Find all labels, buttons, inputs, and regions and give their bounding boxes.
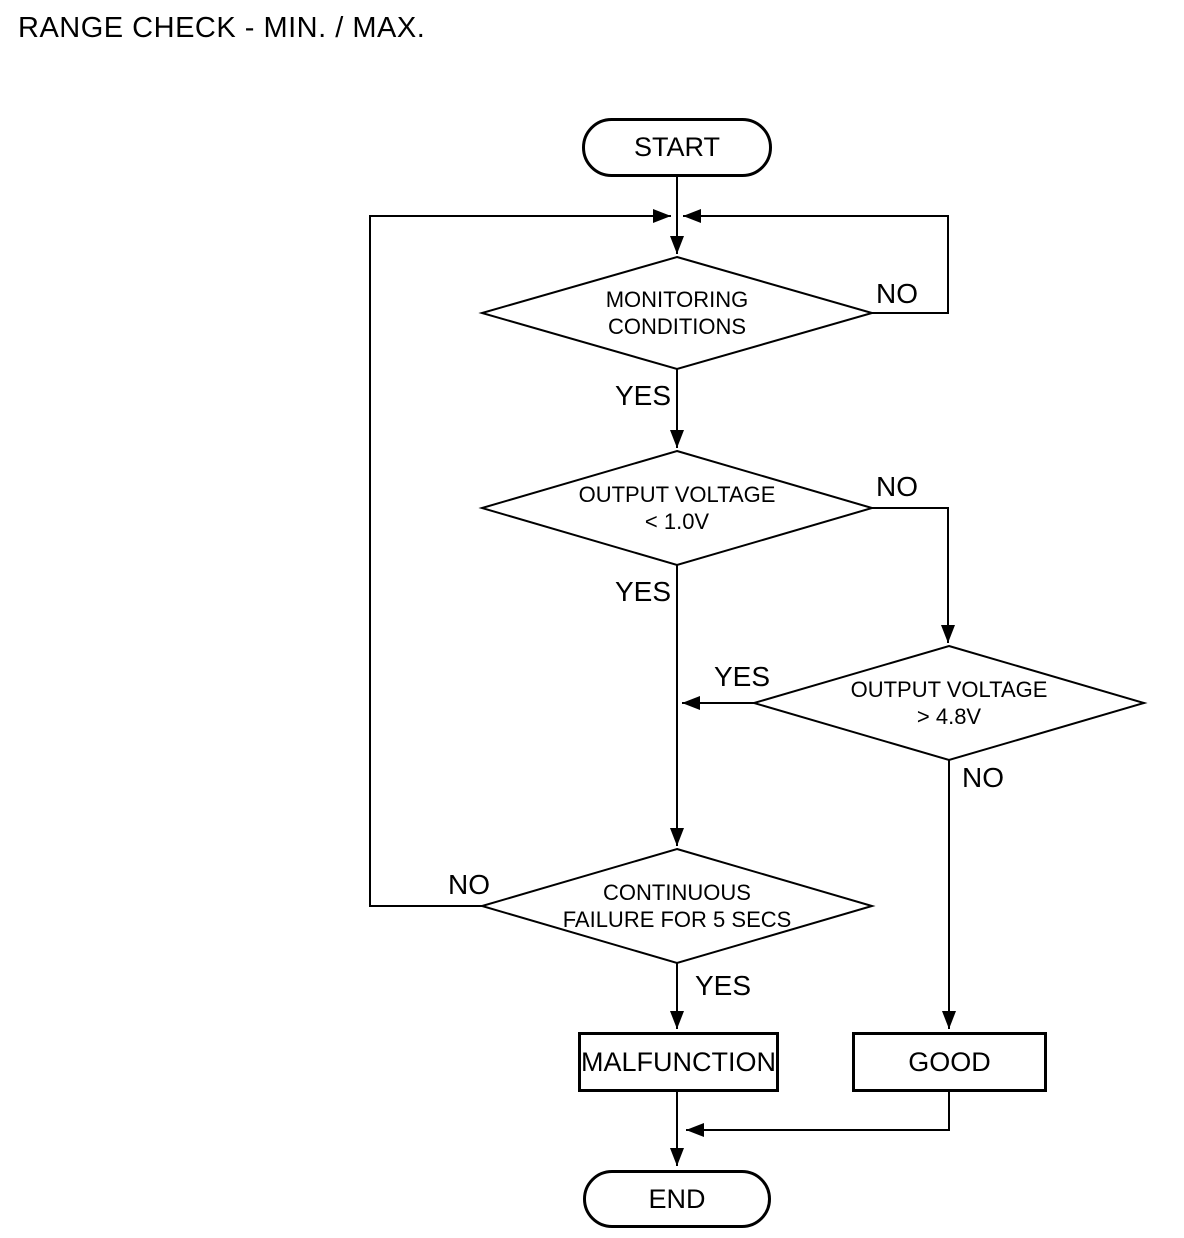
high-voltage-no-label: NO xyxy=(962,762,1004,793)
good-node: GOOD xyxy=(852,1032,1047,1092)
end-label: END xyxy=(648,1183,706,1214)
high-voltage-yes-label: YES xyxy=(714,661,771,692)
continuous-failure-label: CONTINUOUS FAILURE FOR 5 SECS xyxy=(562,880,792,932)
edge-continuous-no-loop xyxy=(369,209,671,907)
edge-good-merge xyxy=(686,1092,950,1137)
malfunction-node: MALFUNCTION xyxy=(578,1032,779,1092)
continuous-no-label: NO xyxy=(448,869,490,900)
monitoring-no-label: NO xyxy=(876,278,918,309)
decision-output-voltage-low xyxy=(478,449,876,567)
low-voltage-yes-label: YES xyxy=(615,576,672,607)
output-voltage-high-label: OUTPUT VOLTAGE > 4.8V xyxy=(850,677,1048,729)
page-title: RANGE CHECK - MIN. / MAX. xyxy=(18,12,426,44)
edge-monitoring-no-loop xyxy=(683,209,949,314)
end-node: END xyxy=(583,1170,771,1228)
output-voltage-low-label: OUTPUT VOLTAGE < 1.0V xyxy=(578,482,776,534)
start-label: START xyxy=(633,132,720,162)
edge-low-voltage-no xyxy=(872,507,955,643)
malfunction-label: MALFUNCTION xyxy=(581,1046,776,1077)
decision-monitoring-conditions xyxy=(478,255,876,371)
monitoring-conditions-label: MONITORING CONDITIONS xyxy=(605,287,749,339)
decision-output-voltage-high xyxy=(750,644,1148,762)
good-label: GOOD xyxy=(908,1046,991,1077)
decision-continuous-failure xyxy=(478,847,876,965)
continuous-yes-label: YES xyxy=(695,970,752,1001)
start-node: START xyxy=(582,118,772,177)
monitoring-yes-label: YES xyxy=(615,380,672,411)
low-voltage-no-label: NO xyxy=(876,471,918,502)
